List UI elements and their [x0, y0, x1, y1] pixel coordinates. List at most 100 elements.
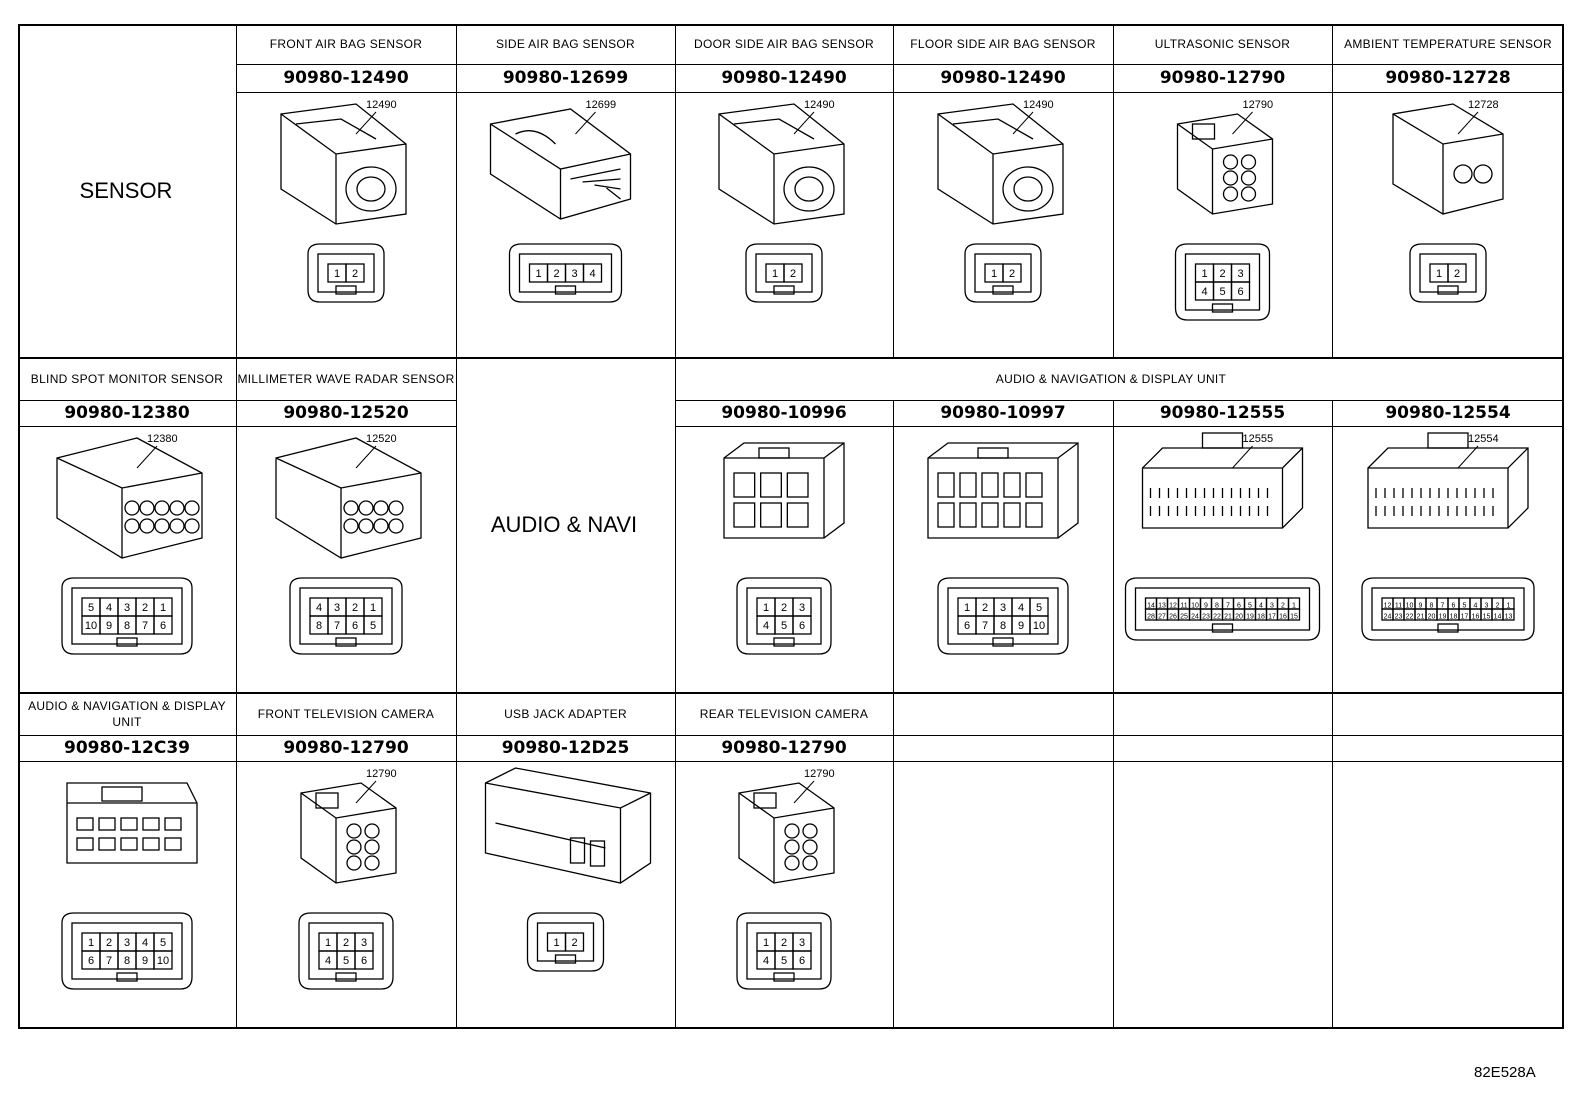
- pin-number: 16: [1279, 614, 1287, 621]
- pin-number: 7: [142, 620, 148, 632]
- connector-name: AUDIO & NAVIGATION & DISPLAY UNIT: [28, 699, 226, 729]
- pin-number: 9: [106, 620, 112, 632]
- header-separator: [1113, 92, 1332, 93]
- pin-number: 4: [1259, 603, 1263, 610]
- pin-number: 4: [316, 602, 322, 614]
- pin-number: 17: [1461, 614, 1469, 621]
- pin-number: 2: [982, 602, 988, 614]
- header-separator: [675, 426, 893, 427]
- table-border-right: [1562, 24, 1564, 1029]
- header-separator: [236, 735, 456, 736]
- pin-number: 14: [1147, 603, 1155, 610]
- pin-number: 6: [1237, 286, 1243, 298]
- column-separator: [893, 24, 894, 358]
- pin-number: 1: [334, 268, 340, 280]
- header-separator: [456, 735, 675, 736]
- column-separator: [456, 693, 457, 1029]
- column-separator: [236, 693, 237, 1029]
- pin-number: 15: [1290, 614, 1298, 621]
- connector-name: FLOOR SIDE AIR BAG SENSOR: [910, 37, 1096, 51]
- pin-number: 10: [1033, 620, 1045, 632]
- audio-unit-name: AUDIO & NAVIGATION & DISPLAY UNIT: [995, 372, 1227, 386]
- pin-number: 8: [1215, 603, 1219, 610]
- pin-number: 11: [1395, 603, 1402, 610]
- pin-number: 3: [334, 602, 340, 614]
- pin-number: 2: [1219, 268, 1225, 280]
- six-pin-connector-drawing: [1176, 113, 1274, 215]
- pin-number: 3: [1270, 603, 1274, 610]
- group-label-audio-navi: AUDIO & NAVI: [490, 512, 638, 537]
- pin-number: 5: [160, 937, 166, 949]
- pin-number: 4: [589, 268, 595, 280]
- pin-number: 19: [1439, 614, 1447, 621]
- header-separator: [456, 64, 675, 65]
- airbag-connector-drawing: [280, 103, 407, 225]
- pin-number: 1: [88, 937, 94, 949]
- header-separator: [675, 400, 893, 401]
- pin-number: 2: [142, 602, 148, 614]
- pin-number: 6: [964, 620, 970, 632]
- pin-number: 5: [343, 955, 349, 967]
- connector-name: AMBIENT TEMPERATURE SENSOR: [1344, 37, 1552, 51]
- column-separator: [456, 358, 457, 693]
- column-separator: [456, 24, 457, 358]
- pin-number: 7: [106, 955, 112, 967]
- header-separator: [675, 735, 893, 736]
- header-separator: [236, 761, 456, 762]
- header-separator: [675, 64, 893, 65]
- usb-adapter-connector-drawing: [484, 767, 652, 884]
- column-separator: [1332, 400, 1333, 693]
- header-separator: [18, 426, 236, 427]
- pin-number: 3: [124, 937, 130, 949]
- header-separator: [18, 761, 236, 762]
- pin-number: 6: [352, 620, 358, 632]
- part-number: 90980-12554: [1385, 403, 1511, 423]
- column-separator: [675, 358, 676, 693]
- pin-number: 28: [1147, 614, 1155, 621]
- part-number: 90980-12D25: [501, 738, 630, 758]
- part-number: 90980-12490: [283, 68, 409, 88]
- header-separator: [236, 400, 456, 401]
- pin-number: 8: [124, 620, 130, 632]
- pin-number: 6: [799, 620, 805, 632]
- six-pin-connector-drawing: [738, 782, 835, 884]
- connector-name: FRONT AIR BAG SENSOR: [269, 37, 423, 51]
- pin-number: 20: [1235, 614, 1243, 621]
- pin-number: 9: [1204, 603, 1208, 610]
- callout-label: 12555: [1243, 433, 1274, 445]
- figure-code: 82E528A: [1474, 1064, 1536, 1081]
- part-number: 90980-12490: [721, 68, 847, 88]
- pin-number: 2: [352, 602, 358, 614]
- pin-number: 5: [781, 955, 787, 967]
- pin-number: 6: [1452, 603, 1456, 610]
- part-number: 90980-12699: [502, 68, 629, 88]
- pin-number: 2: [790, 268, 796, 280]
- pin-number: 14: [1494, 614, 1502, 621]
- pin-number: 1: [160, 602, 166, 614]
- pin-number: 3: [799, 602, 805, 614]
- pin-number: 13: [1505, 614, 1513, 621]
- column-separator: [236, 24, 237, 358]
- pin-number: 1: [964, 602, 970, 614]
- pin-number: 1: [535, 268, 541, 280]
- header-separator: [456, 761, 675, 762]
- header-separator: [893, 761, 1564, 762]
- pin-number: 5: [370, 620, 376, 632]
- header-separator: [893, 64, 1113, 65]
- twenty-four-pin-connector-drawing: [1367, 432, 1529, 529]
- pin-number: 23: [1395, 614, 1403, 621]
- callout-label: 12520: [366, 433, 397, 445]
- pin-number: 6: [361, 955, 367, 967]
- pin-number: 21: [1417, 614, 1425, 621]
- pin-number: 9: [142, 955, 148, 967]
- pin-number: 6: [160, 620, 166, 632]
- pin-number: 2: [781, 937, 787, 949]
- ten-pin-round-connector-drawing: [56, 437, 203, 559]
